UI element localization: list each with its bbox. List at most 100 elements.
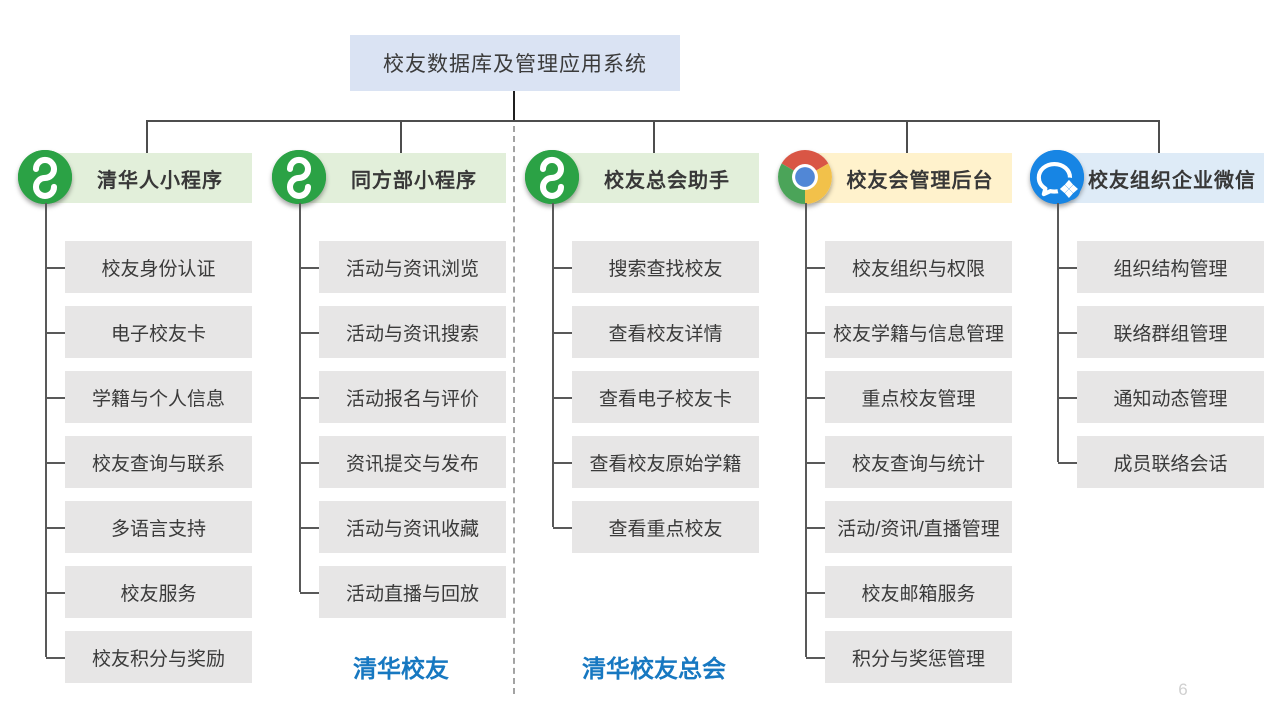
feature-item-label: 校友组织与权限 (851, 258, 985, 280)
connector-item-tick-line (806, 332, 825, 334)
connector-branch-line (45, 203, 47, 657)
branch-header-label: 清华人小程序 (97, 169, 223, 192)
root-node-label: 校友数据库及管理应用系统 (383, 53, 647, 76)
connector-bus-line (146, 120, 1160, 122)
feature-item-label: 活动与资讯浏览 (345, 258, 479, 280)
connector-item-tick-line (300, 397, 319, 399)
branch-header-3: 校友总会助手 (525, 150, 759, 204)
feature-item: 资讯提交与发布 (319, 436, 506, 488)
connector-item-tick-line (553, 397, 572, 399)
feature-item: 查看重点校友 (572, 501, 759, 553)
feature-item-label: 校友服务 (120, 583, 197, 605)
branch-header-4: 校友会管理后台 (778, 150, 1012, 204)
feature-item: 重点校友管理 (825, 371, 1012, 423)
connector-item-tick-line (806, 592, 825, 594)
feature-item: 查看校友详情 (572, 306, 759, 358)
connector-item-tick-line (300, 527, 319, 529)
connector-item-tick-line (46, 657, 65, 659)
feature-item: 多语言支持 (65, 501, 252, 553)
feature-item: 校友查询与联系 (65, 436, 252, 488)
connector-item-tick-line (300, 332, 319, 334)
connector-item-tick-line (46, 332, 65, 334)
feature-item: 活动与资讯收藏 (319, 501, 506, 553)
feature-item-label: 查看校友详情 (608, 323, 723, 345)
feature-item-label: 积分与奖惩管理 (851, 648, 985, 670)
feature-item-label: 活动与资讯搜索 (345, 323, 479, 345)
feature-item-label: 活动/资讯/直播管理 (837, 518, 1000, 540)
feature-item-label: 搜索查找校友 (608, 258, 723, 280)
footer-label: 清华校友总会 (582, 656, 726, 683)
connector-item-tick-line (46, 527, 65, 529)
feature-item-label: 联络群组管理 (1113, 323, 1228, 345)
connector-item-tick-line (806, 657, 825, 659)
branch-header-label: 同方部小程序 (351, 169, 477, 192)
feature-item: 活动与资讯浏览 (319, 241, 506, 293)
chrome-icon (778, 150, 832, 204)
feature-item-label: 校友学籍与信息管理 (832, 323, 1004, 345)
connector-item-tick-line (1058, 397, 1077, 399)
feature-item-label: 多语言支持 (110, 518, 206, 540)
connector-item-tick-line (806, 462, 825, 464)
connector-item-tick-line (46, 397, 65, 399)
connector-branch-line (552, 203, 554, 527)
connector-trunk-line (513, 91, 515, 122)
connector-item-tick-line (300, 462, 319, 464)
root-node: 校友数据库及管理应用系统 (350, 35, 680, 91)
feature-item-label: 查看电子校友卡 (598, 388, 732, 410)
feature-item-label: 校友邮箱服务 (861, 583, 976, 605)
connector-branch-stub-line (400, 122, 402, 153)
connector-branch-stub-line (653, 122, 655, 153)
feature-item-label: 资讯提交与发布 (345, 453, 479, 475)
feature-item: 活动与资讯搜索 (319, 306, 506, 358)
connector-branch-stub-line (1158, 122, 1160, 153)
connector-item-tick-line (300, 592, 319, 594)
wechat-miniprogram-icon (525, 150, 579, 204)
connector-branch-stub-line (906, 122, 908, 153)
feature-item: 查看校友原始学籍 (572, 436, 759, 488)
wechat-miniprogram-icon (272, 150, 326, 204)
branch-header-label: 校友组织企业微信 (1088, 169, 1256, 192)
section-divider-dashed-line (513, 126, 515, 694)
page-number: 6 (1178, 680, 1188, 699)
connector-item-tick-line (1058, 332, 1077, 334)
branch-header-5: 校友组织企业微信 (1030, 150, 1264, 204)
feature-item-label: 校友查询与联系 (91, 453, 225, 475)
branch-header-1: 清华人小程序 (18, 150, 252, 204)
feature-item-label: 组织结构管理 (1113, 258, 1228, 280)
connector-item-tick-line (1058, 267, 1077, 269)
connector-branch-line (805, 203, 807, 657)
feature-item: 校友查询与统计 (825, 436, 1012, 488)
feature-item: 活动直播与回放 (319, 566, 506, 618)
feature-item-label: 校友身份认证 (101, 258, 216, 280)
connector-item-tick-line (553, 267, 572, 269)
feature-item-label: 活动与资讯收藏 (345, 518, 479, 540)
connector-item-tick-line (46, 592, 65, 594)
feature-item: 校友学籍与信息管理 (825, 306, 1012, 358)
feature-item: 组织结构管理 (1077, 241, 1264, 293)
connector-item-tick-line (553, 462, 572, 464)
branch-header-2: 同方部小程序 (272, 150, 506, 204)
feature-item: 校友邮箱服务 (825, 566, 1012, 618)
connector-item-tick-line (1058, 462, 1077, 464)
connector-item-tick-line (806, 397, 825, 399)
feature-item-label: 查看校友原始学籍 (589, 453, 742, 475)
feature-item: 搜索查找校友 (572, 241, 759, 293)
feature-item: 电子校友卡 (65, 306, 252, 358)
feature-item-label: 成员联络会话 (1113, 453, 1228, 475)
feature-item-label: 校友查询与统计 (851, 453, 985, 475)
connector-item-tick-line (300, 267, 319, 269)
feature-item: 校友积分与奖励 (65, 631, 252, 683)
feature-item: 校友服务 (65, 566, 252, 618)
feature-item-label: 校友积分与奖励 (91, 648, 225, 670)
wechat-miniprogram-icon (18, 150, 72, 204)
connector-item-tick-line (553, 527, 572, 529)
feature-item-label: 通知动态管理 (1113, 388, 1228, 410)
wechat-work-icon (1030, 150, 1084, 204)
feature-item: 积分与奖惩管理 (825, 631, 1012, 683)
connector-item-tick-line (806, 267, 825, 269)
feature-item: 活动/资讯/直播管理 (825, 501, 1012, 553)
feature-item: 学籍与个人信息 (65, 371, 252, 423)
connector-item-tick-line (46, 267, 65, 269)
feature-item-label: 学籍与个人信息 (91, 388, 225, 410)
feature-item: 校友身份认证 (65, 241, 252, 293)
